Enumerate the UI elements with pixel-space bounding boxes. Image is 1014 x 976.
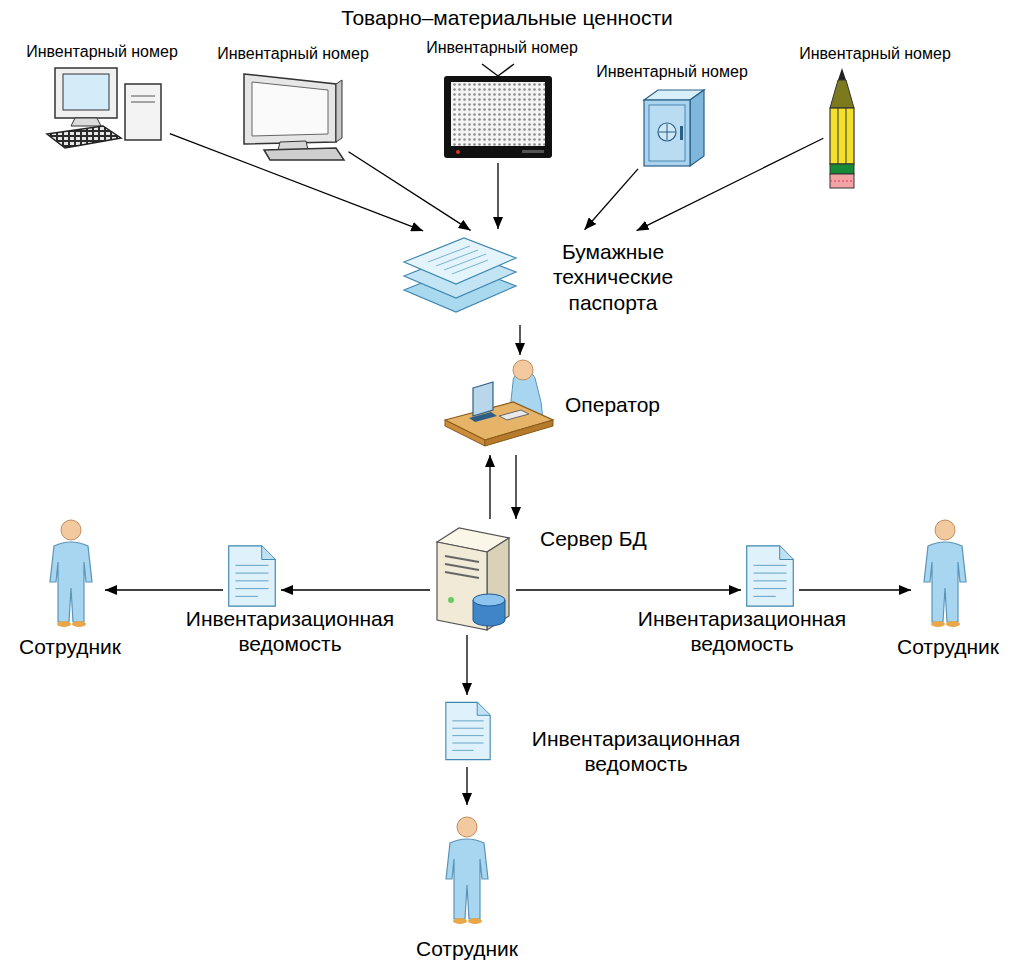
safe-icon	[640, 88, 708, 168]
icon-node: Сотрудник	[914, 518, 976, 628]
per-icon	[40, 518, 102, 628]
flow-arrow	[466, 635, 467, 695]
node-label: Сотрудник	[19, 634, 121, 659]
node-label: Инвентаризационная ведомость	[506, 726, 766, 776]
icon-node: Инвентаризационная ведомость	[226, 544, 278, 608]
doc-icon	[744, 544, 796, 608]
node-label: Оператор	[565, 392, 660, 417]
icon-node: Инвентарный номер	[240, 70, 346, 162]
icon-node: Инвентарный номер	[442, 62, 554, 160]
pen-icon	[826, 68, 858, 190]
mon-icon	[240, 70, 346, 162]
flow-arrow	[497, 163, 498, 229]
flow-arrow	[281, 589, 430, 590]
flow-arrow	[105, 589, 223, 590]
flow-arrow	[489, 455, 490, 519]
icon-node: Сервер БД	[433, 522, 513, 632]
per-icon	[914, 518, 976, 628]
node-label: Инвентарный номер	[596, 62, 748, 81]
pass-icon	[398, 232, 522, 322]
node-label: Бумажные технические паспорта	[538, 239, 688, 315]
flow-arrow	[585, 169, 638, 230]
node-label: Инвентарный номер	[426, 38, 578, 57]
flow-arrow	[799, 589, 911, 590]
srv-icon	[433, 522, 513, 632]
per-icon	[436, 808, 498, 932]
icon-node: Инвентаризационная ведомость	[744, 544, 796, 608]
flow-arrow	[516, 589, 741, 590]
icon-node: Инвентарный номер	[640, 88, 708, 168]
node-label: Инвентарный номер	[217, 44, 369, 63]
node-label: Инвентаризационная ведомость	[155, 606, 425, 656]
node-label: Инвентарный номер	[799, 44, 951, 63]
node-label: Сервер БД	[540, 526, 647, 551]
icon-node: Оператор	[443, 358, 660, 452]
flow-arrow	[466, 767, 467, 805]
icon-node: Инвентарный номер	[826, 68, 858, 190]
flow-arrow	[515, 455, 516, 519]
node-label: Инвентарный номер	[26, 42, 178, 61]
pc-icon	[45, 66, 167, 152]
icon-node: Сотрудник	[436, 808, 498, 932]
node-label: Сотрудник	[416, 936, 518, 961]
node-label: Инвентаризационная ведомость	[607, 606, 877, 656]
tv-icon	[442, 62, 554, 160]
icon-node: Инвентаризационная ведомость	[444, 698, 492, 764]
doc-icon	[444, 698, 492, 764]
flow-arrow	[349, 152, 471, 231]
flow-arrow	[519, 325, 520, 355]
icon-node: Сотрудник	[40, 518, 102, 628]
icon-node: Бумажные технические паспорта	[398, 232, 688, 322]
diagram-title: Товарно–материальные ценности	[0, 6, 1014, 30]
node-label: Сотрудник	[897, 634, 999, 659]
doc-icon	[226, 544, 278, 608]
icon-node: Инвентарный номер	[45, 66, 167, 152]
op-icon	[443, 358, 555, 452]
